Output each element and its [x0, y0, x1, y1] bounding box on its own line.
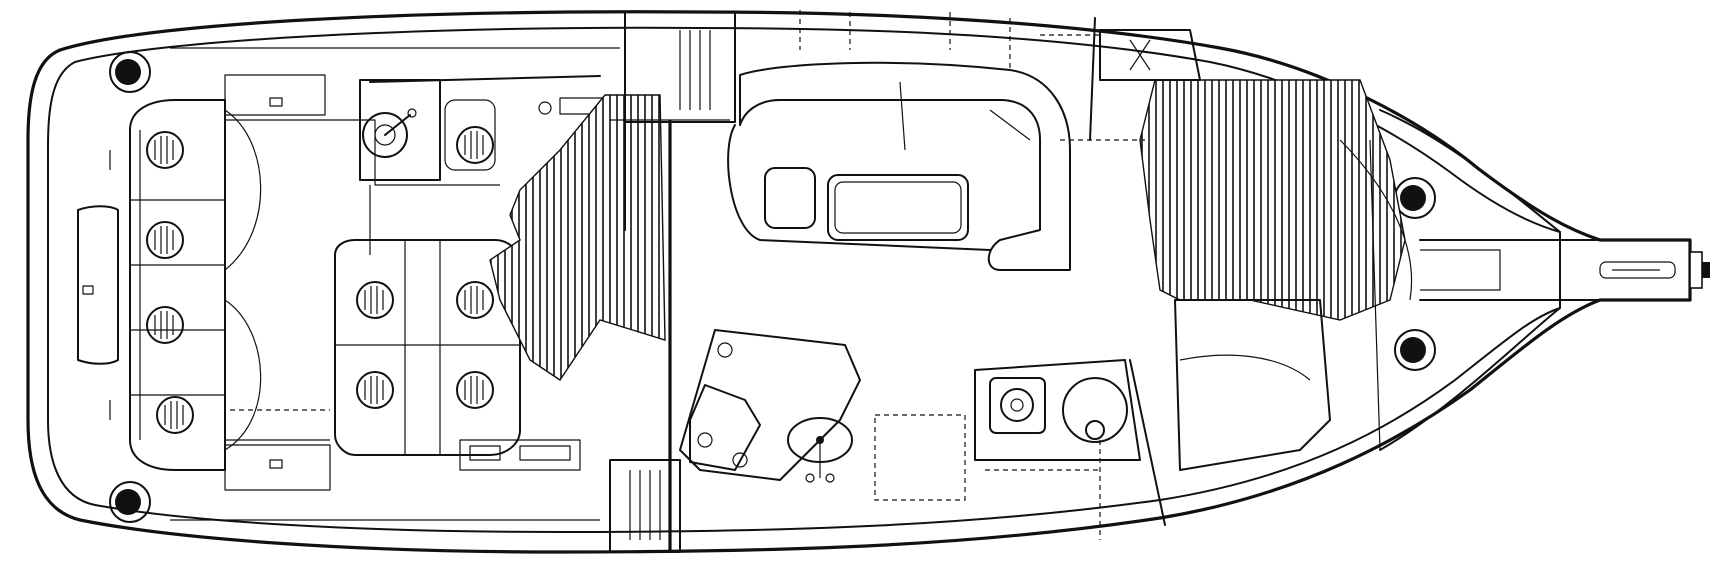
- cup-holder: [356, 371, 394, 409]
- hull-outline: [26, 10, 1692, 554]
- bulkheads: [624, 11, 1201, 552]
- cup-holder: [456, 281, 494, 319]
- cup-holder: [146, 131, 184, 169]
- cup-holders: [146, 126, 494, 434]
- wet-bar: [359, 75, 606, 181]
- hatched-flooring: [489, 79, 1406, 381]
- cup-holder: [356, 281, 394, 319]
- side-deck-details: [170, 10, 951, 521]
- cup-holder: [146, 221, 184, 259]
- helm-seating: [334, 239, 581, 471]
- head: [974, 359, 1141, 540]
- cockpit-floor: [224, 74, 500, 491]
- salon-dinette: [727, 18, 1145, 271]
- swim-platform: [77, 150, 119, 420]
- cup-holder: [156, 396, 194, 434]
- aft-cockpit-seating: [129, 99, 262, 471]
- cup-holder: [146, 306, 184, 344]
- cleats: [109, 51, 1436, 523]
- galley: [679, 329, 966, 501]
- forward-berth: [1174, 109, 1561, 471]
- cup-holder: [456, 371, 494, 409]
- companionway: [609, 11, 736, 553]
- cup-holder: [456, 126, 494, 164]
- bow-pulpit: [1419, 239, 1710, 301]
